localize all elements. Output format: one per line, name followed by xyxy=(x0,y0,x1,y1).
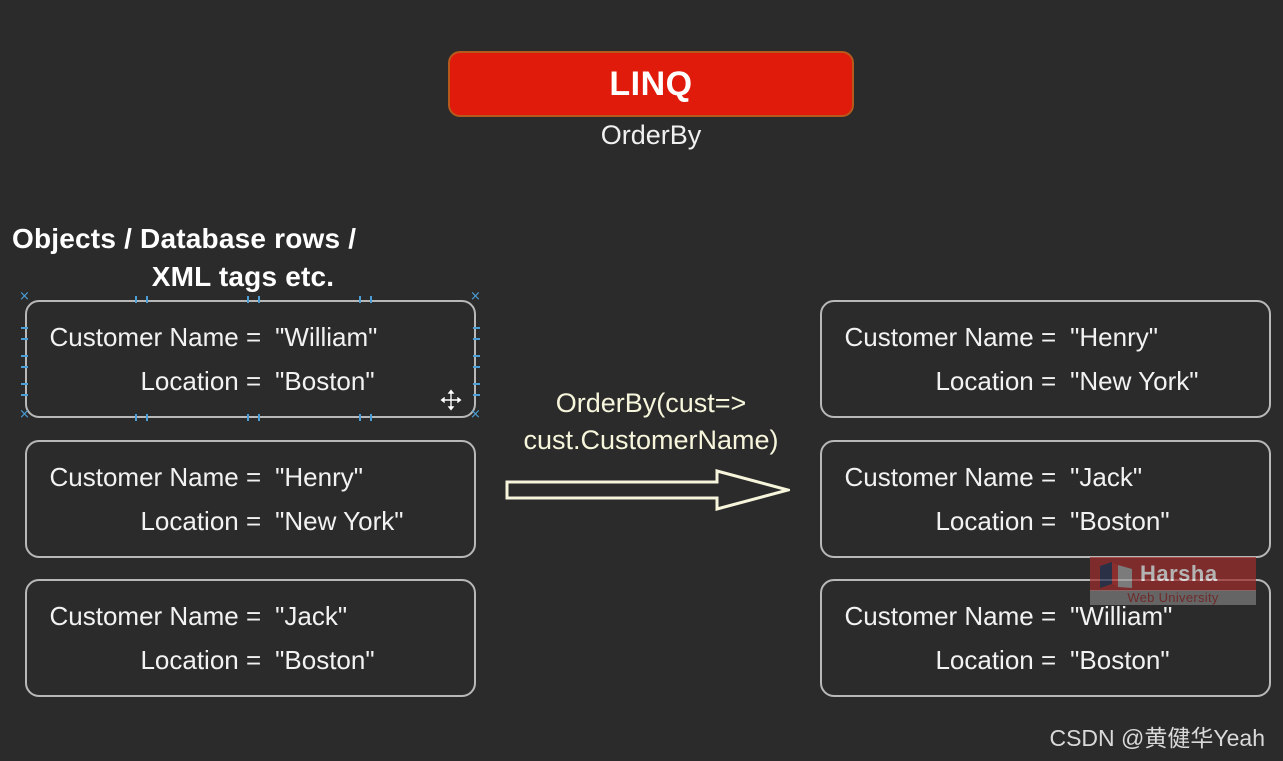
field-label-location: Location = xyxy=(140,506,262,536)
record-field-customer-name: Customer Name = "Henry" xyxy=(840,315,1251,359)
credit-text: CSDN @黄健华Yeah xyxy=(1049,725,1265,751)
source-heading-line1: Objects / Database rows / xyxy=(12,223,357,254)
book-logo-icon xyxy=(1100,562,1132,588)
field-label-customer-name: Customer Name = xyxy=(844,462,1057,492)
field-value-location: "New York" xyxy=(1070,366,1199,396)
record-field-location: Location = "Boston" xyxy=(840,499,1251,543)
field-value-location: "Boston" xyxy=(275,645,375,675)
record-field-location: Location = "Boston" xyxy=(840,638,1251,682)
record-field-customer-name: Customer Name = "William" xyxy=(840,594,1251,638)
input-record-box-2[interactable]: Customer Name = "Henry" Location = "New … xyxy=(25,440,476,558)
record-field-location: Location = "Boston" xyxy=(45,638,456,682)
output-record-box-3[interactable]: Customer Name = "William" Location = "Bo… xyxy=(820,579,1271,697)
field-label-customer-name: Customer Name = xyxy=(844,601,1057,631)
field-value-location: "Boston" xyxy=(275,366,375,396)
field-value-location: "Boston" xyxy=(1070,506,1170,536)
watermark: Harsha Web University xyxy=(1090,557,1256,607)
record-field-location: Location = "New York" xyxy=(840,359,1251,403)
watermark-subtitle: Web University xyxy=(1090,590,1256,605)
field-label-location: Location = xyxy=(140,645,262,675)
input-record-box-1[interactable]: Customer Name = "William" Location = "Bo… xyxy=(25,300,476,418)
record-field-customer-name: Customer Name = "Henry" xyxy=(45,455,456,499)
record-field-location: Location = "New York" xyxy=(45,499,456,543)
watermark-name: Harsha xyxy=(1140,561,1218,586)
linq-title-banner: LINQ xyxy=(448,51,854,117)
input-record-box-3[interactable]: Customer Name = "Jack" Location = "Bosto… xyxy=(25,579,476,697)
field-value-customer-name: "Henry" xyxy=(1070,322,1158,352)
field-value-customer-name: "Jack" xyxy=(1070,462,1143,492)
output-record-box-2[interactable]: Customer Name = "Jack" Location = "Bosto… xyxy=(820,440,1271,558)
record-field-customer-name: Customer Name = "William" xyxy=(45,315,456,359)
record-field-location: Location = "Boston" xyxy=(45,359,456,403)
move-cursor-icon xyxy=(440,389,462,411)
field-value-customer-name: "Henry" xyxy=(275,462,363,492)
transform-label-line1: OrderBy(cust=> xyxy=(555,388,747,418)
field-value-location: "Boston" xyxy=(1070,645,1170,675)
field-label-customer-name: Customer Name = xyxy=(844,322,1057,352)
record-field-customer-name: Customer Name = "Jack" xyxy=(840,455,1251,499)
field-label-customer-name: Customer Name = xyxy=(49,462,262,492)
transform-label-line2: cust.CustomerName) xyxy=(523,425,779,455)
banner-title-text: LINQ xyxy=(609,64,693,103)
field-label-location: Location = xyxy=(140,366,262,396)
record-field-customer-name: Customer Name = "Jack" xyxy=(45,594,456,638)
field-label-location: Location = xyxy=(935,506,1057,536)
page-subtitle: OrderBy xyxy=(600,120,702,150)
source-heading: Objects / Database rows / XML tags etc. xyxy=(12,220,474,296)
field-value-customer-name: "William" xyxy=(1070,601,1173,631)
field-label-location: Location = xyxy=(935,366,1057,396)
field-value-customer-name: "William" xyxy=(275,322,378,352)
field-value-location: "New York" xyxy=(275,506,404,536)
transform-arrow-icon xyxy=(505,469,790,511)
field-label-customer-name: Customer Name = xyxy=(49,322,262,352)
field-label-customer-name: Customer Name = xyxy=(49,601,262,631)
field-label-location: Location = xyxy=(935,645,1057,675)
source-heading-line2: XML tags etc. xyxy=(151,261,335,292)
output-record-box-1[interactable]: Customer Name = "Henry" Location = "New … xyxy=(820,300,1271,418)
field-value-customer-name: "Jack" xyxy=(275,601,348,631)
transform-label: OrderBy(cust=> cust.CustomerName) xyxy=(484,385,818,459)
